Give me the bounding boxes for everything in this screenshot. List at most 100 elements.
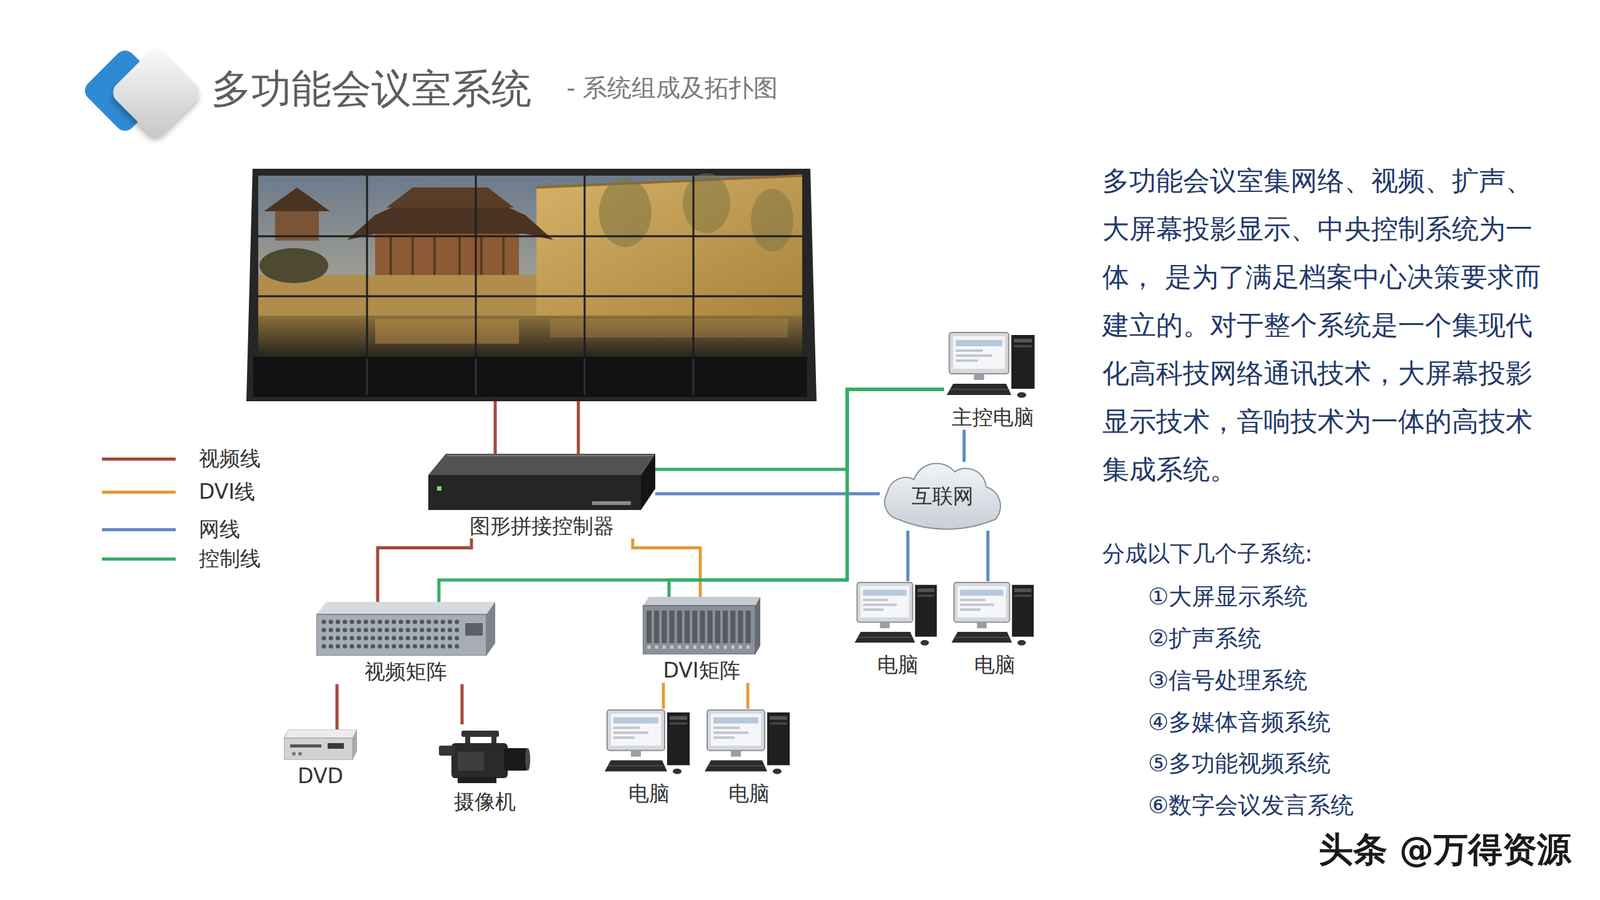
legend-label: 视频线	[198, 446, 261, 472]
device-plate	[592, 501, 631, 506]
pc-tower	[667, 712, 690, 766]
display-window	[327, 743, 344, 750]
monitor-screen	[610, 714, 661, 746]
screen-line	[862, 603, 897, 607]
wall-base	[253, 357, 808, 398]
shoulder-pad	[457, 777, 497, 784]
connector-jack	[377, 635, 383, 641]
screen-line	[713, 731, 749, 735]
monitor-frame	[857, 582, 913, 623]
screen-line	[713, 726, 740, 730]
connector-jack	[391, 635, 396, 641]
mouse	[920, 640, 930, 646]
cassette-door	[457, 752, 484, 771]
connector-jack	[440, 635, 446, 641]
device-caption: 电脑	[728, 781, 770, 807]
monitor-frame	[707, 710, 765, 751]
device-icon	[428, 453, 656, 511]
card-slot	[646, 610, 652, 644]
list-item: ④多媒体音频系统	[1147, 709, 1331, 737]
list-item: ⑤多功能视频系统	[1147, 750, 1331, 778]
description-text: 多功能会议室集网络、视频、扩声、大屏幕投影显示、中央控制系统为一体， 是为了满足…	[1102, 156, 1548, 494]
screen-tree	[750, 188, 794, 252]
screen-roof	[347, 203, 554, 241]
device-side	[640, 453, 656, 511]
card-slot	[737, 610, 743, 644]
legend-label: 网线	[198, 517, 241, 543]
video-wall	[246, 168, 817, 402]
handle-post	[465, 735, 471, 745]
connector-jack	[433, 627, 439, 633]
screen-water	[258, 315, 803, 358]
connector-jack	[335, 644, 341, 649]
drive-bay	[1014, 338, 1033, 343]
connector-jack	[321, 635, 326, 641]
connector-jack	[328, 619, 334, 624]
drawing-part	[258, 295, 803, 298]
screen-banner	[959, 590, 1004, 597]
drawing-part	[502, 236, 505, 276]
screen-banner	[955, 340, 1003, 347]
connector-jack	[377, 627, 383, 633]
screen-line	[959, 608, 981, 611]
drawing-part	[475, 358, 478, 396]
keyboard	[946, 383, 1012, 396]
connector-jack	[454, 627, 459, 633]
slot-light	[746, 645, 750, 650]
screen-line	[613, 726, 640, 730]
connector-jack	[384, 635, 389, 641]
connector-jack	[454, 619, 459, 624]
lens-barrel	[503, 748, 528, 771]
drawing-part	[475, 175, 478, 358]
slot-light	[739, 645, 743, 650]
connector-jack	[349, 619, 354, 624]
legend-line-sample	[101, 490, 176, 494]
device-icon	[438, 724, 531, 786]
wall-frame	[246, 168, 817, 402]
screen-line	[959, 603, 994, 607]
card-slot	[722, 610, 728, 644]
connector-jack	[370, 635, 376, 641]
screen-upper-roof	[386, 187, 514, 208]
button	[291, 752, 296, 756]
connector-jack	[398, 627, 404, 633]
button	[298, 752, 302, 756]
signal-cable	[746, 683, 750, 710]
keyboard-row	[858, 637, 912, 638]
connector-jack	[447, 635, 453, 641]
device-icon	[852, 581, 943, 650]
card-slot	[669, 610, 675, 644]
signal-cable	[986, 530, 990, 582]
device-caption: DVD	[297, 764, 344, 790]
power-led	[437, 486, 442, 491]
connector-jack	[342, 619, 348, 624]
device-icon	[949, 581, 1040, 650]
connector-jack	[398, 619, 404, 624]
screen-line	[613, 736, 635, 740]
connector-jack	[433, 619, 439, 624]
connector-jack	[328, 627, 334, 633]
signal-cable	[662, 683, 666, 710]
device-side	[352, 729, 358, 761]
drawing-part	[458, 236, 461, 276]
keyboard-row	[608, 765, 664, 767]
screen-city-wall	[536, 175, 803, 316]
keyboard-row	[955, 637, 1009, 638]
monitor-screen	[860, 586, 910, 618]
slot-light	[655, 645, 659, 650]
connector-jack	[419, 644, 424, 649]
connector-jack	[349, 635, 354, 641]
screen-reflection	[375, 318, 519, 344]
connector-jack	[321, 627, 326, 633]
connector-jack	[370, 619, 376, 624]
video-cable	[577, 401, 581, 454]
device-top	[642, 597, 761, 606]
watermark: 头条 @万得资源	[1318, 829, 1572, 871]
screen-line	[959, 598, 986, 602]
connector-jack	[349, 644, 354, 649]
signal-cable	[655, 389, 945, 470]
connector-jack	[426, 635, 431, 641]
legend-label: 控制线	[198, 546, 261, 572]
slot-light	[731, 645, 735, 650]
pc-tower	[915, 585, 938, 638]
